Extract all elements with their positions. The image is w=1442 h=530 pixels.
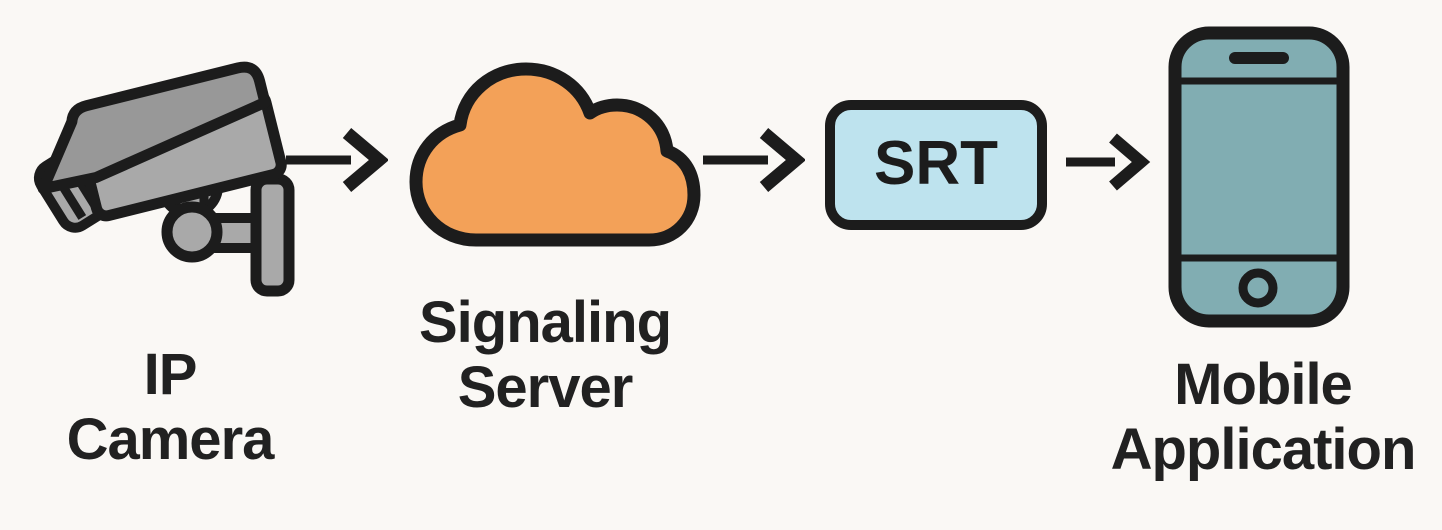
arrow-right-icon (703, 128, 805, 192)
phone-speaker (1229, 52, 1289, 64)
node-label-ip-camera: IP Camera (10, 342, 330, 472)
camera-joint (161, 201, 223, 263)
label-line: Mobile (1174, 352, 1353, 417)
cloud-icon (409, 62, 701, 247)
srt-label: SRT (874, 128, 998, 198)
camera-wall-plate (250, 173, 295, 297)
label-line: Signaling (419, 290, 672, 355)
cctv-camera-icon (33, 61, 295, 297)
cloud-shape (409, 62, 701, 247)
arrow-right-icon (1066, 133, 1151, 191)
phone-frame (1168, 26, 1350, 328)
label-line: Application (1110, 417, 1417, 482)
phone-home-button (1238, 268, 1278, 308)
smartphone-icon (1168, 26, 1350, 328)
srt-protocol-badge: SRT (825, 100, 1047, 230)
arrow-right-icon (286, 128, 388, 192)
label-line: IP (143, 342, 198, 407)
camera-hood (37, 61, 271, 195)
label-line: Server (457, 355, 634, 420)
label-line: Camera (66, 407, 275, 472)
node-label-mobile-application: Mobile Application (1103, 352, 1423, 482)
node-label-signaling-server: Signaling Server (385, 290, 705, 420)
